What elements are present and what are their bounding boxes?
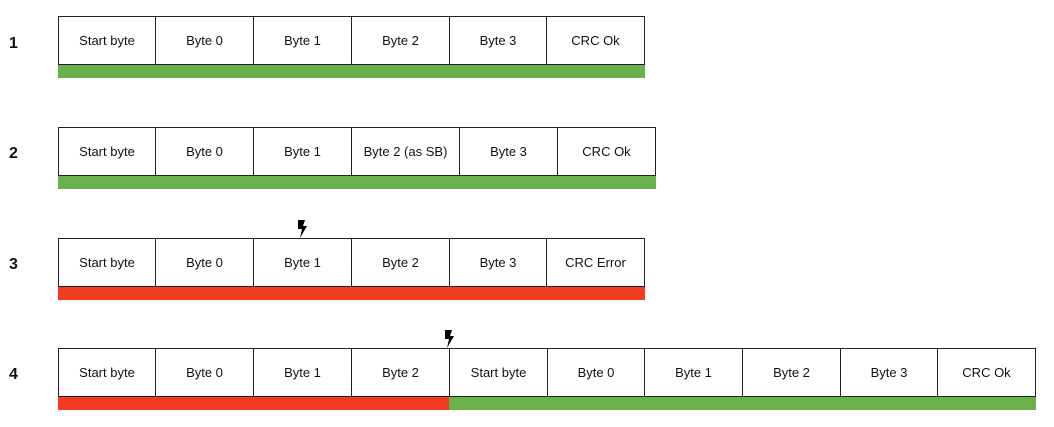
- byte-cell: Byte 3: [449, 238, 547, 287]
- lightning-bolt-icon: [443, 330, 455, 348]
- crc-ok-bar: [449, 397, 1036, 410]
- crc-ok-bar: [58, 176, 656, 189]
- row-number: 1: [9, 35, 18, 52]
- byte-cell: Byte 2: [351, 16, 450, 65]
- crc-ok-bar: [58, 65, 645, 78]
- byte-cell: CRC Ok: [557, 127, 656, 176]
- crc-error-bar: [58, 287, 645, 300]
- byte-cell: Start byte: [449, 348, 548, 397]
- byte-cell: Start byte: [58, 16, 156, 65]
- byte-cell: CRC Ok: [546, 16, 645, 65]
- byte-cell: Start byte: [58, 238, 156, 287]
- row-number: 3: [9, 256, 18, 273]
- byte-cell: Byte 2: [351, 348, 450, 397]
- byte-cell: Byte 0: [155, 16, 254, 65]
- byte-cell: Byte 1: [253, 348, 352, 397]
- crc-error-bar: [58, 397, 450, 410]
- byte-cell: Byte 0: [547, 348, 645, 397]
- byte-cell: Byte 0: [155, 238, 254, 287]
- byte-cell: Start byte: [58, 127, 156, 176]
- byte-cell: Byte 1: [253, 16, 352, 65]
- byte-cell: Byte 1: [253, 238, 352, 287]
- byte-cell: Byte 2: [351, 238, 450, 287]
- byte-cell: Byte 3: [449, 16, 547, 65]
- byte-cell: Byte 0: [155, 127, 254, 176]
- row-number: 4: [9, 366, 18, 383]
- lightning-bolt-icon: [296, 220, 308, 238]
- byte-cell: Byte 2: [742, 348, 841, 397]
- byte-cell: Byte 3: [840, 348, 938, 397]
- byte-cell: Byte 2 (as SB): [351, 127, 460, 176]
- byte-cell: Byte 0: [155, 348, 254, 397]
- byte-cell: CRC Ok: [937, 348, 1036, 397]
- byte-cell: Byte 1: [644, 348, 743, 397]
- byte-cell: Byte 1: [253, 127, 352, 176]
- byte-cell: CRC Error: [546, 238, 645, 287]
- byte-cell: Start byte: [58, 348, 156, 397]
- byte-cell: Byte 3: [459, 127, 558, 176]
- row-number: 2: [9, 145, 18, 162]
